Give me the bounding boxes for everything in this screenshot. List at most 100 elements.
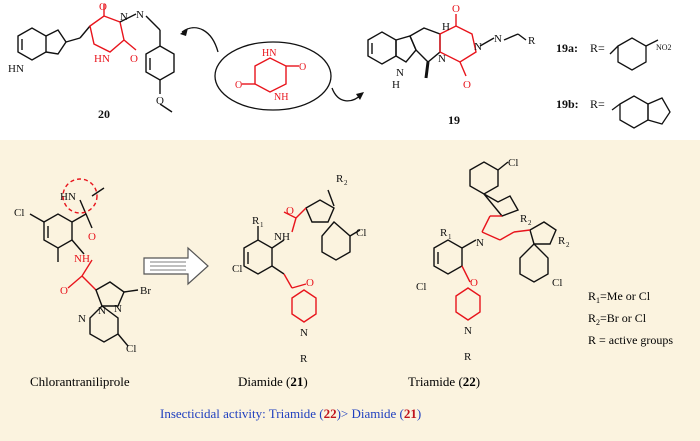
svg-text:O: O [299, 62, 306, 73]
svg-text:Cl: Cl [508, 157, 518, 169]
chloropyridine-ring [89, 305, 119, 343]
svg-text:NH: NH [74, 253, 90, 265]
svg-text:Cl: Cl [552, 277, 562, 289]
chlorantraniliprole-structure [29, 178, 105, 262]
reagent-labels: HN O O NH [235, 48, 306, 103]
svg-text:Cl: Cl [232, 263, 242, 275]
svg-text:2: 2 [344, 179, 348, 187]
svg-text:O: O [235, 80, 242, 91]
hydrazone-double-bond [145, 15, 161, 31]
svg-text:HN: HN [262, 48, 276, 59]
dkp-nh-label: HN [94, 53, 110, 65]
legend-r2: R2=Br or Cl [588, 311, 647, 327]
arrow-to-20 [181, 27, 219, 53]
variant-19a-r: R= [590, 41, 605, 55]
reagent-ellipse [214, 41, 332, 111]
methyl-bond [159, 103, 173, 113]
dkp-o-label-top: O [99, 1, 107, 13]
legend-r1: R1=Me or Cl [588, 289, 651, 305]
methoxy-o-label: O [156, 95, 164, 107]
nhme-highlight-circle [62, 178, 98, 214]
compound-19-number: 19 [448, 113, 460, 127]
svg-text:N: N [114, 303, 122, 315]
nitrophenyl-structure [609, 37, 659, 71]
svg-text:1: 1 [448, 233, 452, 241]
triamide-right-pyrazole [529, 221, 557, 245]
variant-19a: 19a: R= NO2 [556, 37, 672, 71]
chlorantraniliprole-caption: Chlorantraniliprole [30, 374, 130, 389]
r-group-19: R [528, 35, 536, 47]
legend-r: R = active groups [588, 333, 673, 347]
diamide-piperazine [291, 289, 317, 323]
indole-h-19: H [392, 79, 400, 91]
svg-text:N: N [464, 325, 472, 337]
hydrazone-bond-19 [479, 37, 495, 47]
triamide-caption: Triamide (22) [408, 374, 480, 389]
svg-text:R: R [336, 173, 344, 185]
substituent-legend: R1=Me or Cl R2=Br or Cl R = active group… [588, 289, 673, 347]
hydrazone-n-label: N [136, 9, 144, 21]
triamide-piperazine [455, 287, 481, 321]
svg-text:Br: Br [140, 285, 151, 297]
dkp-n-label: N [120, 11, 128, 23]
dkp-n-lower-19: N [438, 53, 446, 65]
diamide-pyrazole [305, 199, 335, 223]
svg-text:R: R [300, 353, 308, 365]
compound-20-number: 20 [98, 107, 110, 121]
svg-text:NH: NH [274, 92, 288, 103]
dkp-carbonyl-right [123, 39, 137, 51]
nh-bond-lower [71, 239, 85, 255]
triamide-top-pyrazole [483, 193, 520, 217]
amide-c-bond [71, 213, 87, 223]
svg-text:O: O [88, 231, 96, 243]
variant-19b-label: 19b: [556, 97, 579, 111]
hollow-arrow [143, 246, 209, 286]
activity-footer: Insecticidal activity: Triamide (22)> Di… [160, 406, 421, 421]
dkp-ring-20 [89, 15, 125, 53]
h-stereo-label: H [442, 21, 450, 33]
dkp-n-19: N [474, 41, 482, 53]
diamide-caption: Diamide (21) [238, 374, 308, 389]
compound-19-dkp [439, 14, 477, 77]
hydrazone-n-19: N [494, 33, 502, 45]
chlorantraniliprole-pyrazole [89, 281, 139, 347]
variant-19b-r: R= [590, 97, 605, 111]
svg-text:Cl: Cl [126, 343, 136, 355]
compound-19-labels: N H H O N N O N R [392, 3, 536, 91]
svg-text:Cl: Cl [356, 227, 366, 239]
pyrrole-ring-19 [395, 35, 417, 63]
diamide-structure [243, 189, 361, 275]
variant-19a-label: 19a: [556, 41, 578, 55]
svg-text:N: N [98, 305, 106, 317]
hydrazone-n-bond [119, 13, 137, 23]
svg-text:N: N [476, 237, 484, 249]
svg-text:R: R [464, 351, 472, 363]
cl-bond [29, 213, 45, 223]
amide-co [85, 213, 93, 229]
svg-text:O: O [470, 277, 478, 289]
svg-text:O: O [286, 205, 294, 217]
svg-text:2: 2 [528, 219, 532, 227]
triamide-top-pyridine [469, 161, 499, 195]
svg-text:R: R [440, 227, 448, 239]
top-panel: HN O N HN O N O 20 HN O O NH [8, 1, 672, 129]
svg-text:2: 2 [566, 241, 570, 249]
dkp-o-top-19: O [452, 3, 460, 15]
triamide-right-pyridine [519, 243, 549, 283]
compound-19-structure [367, 27, 527, 79]
triamide-red-parts [455, 215, 531, 321]
svg-text:O: O [60, 285, 68, 297]
dkp-o-label-right: O [130, 53, 138, 65]
bottom-panel-bg [0, 140, 700, 441]
r-link-19 [517, 33, 527, 41]
hydrazone-double-19 [503, 33, 519, 41]
indole-nh-label: HN [8, 63, 24, 75]
diamide-labels: R 1 R 2 NH O Cl Cl O N R [232, 173, 366, 365]
chlorantraniliprole-red-amide [67, 259, 97, 291]
nitro-group-label: NO2 [656, 43, 672, 52]
svg-text:O: O [306, 277, 314, 289]
dkp-o-bottom-19: O [463, 79, 471, 91]
ch2-bond [65, 37, 81, 43]
